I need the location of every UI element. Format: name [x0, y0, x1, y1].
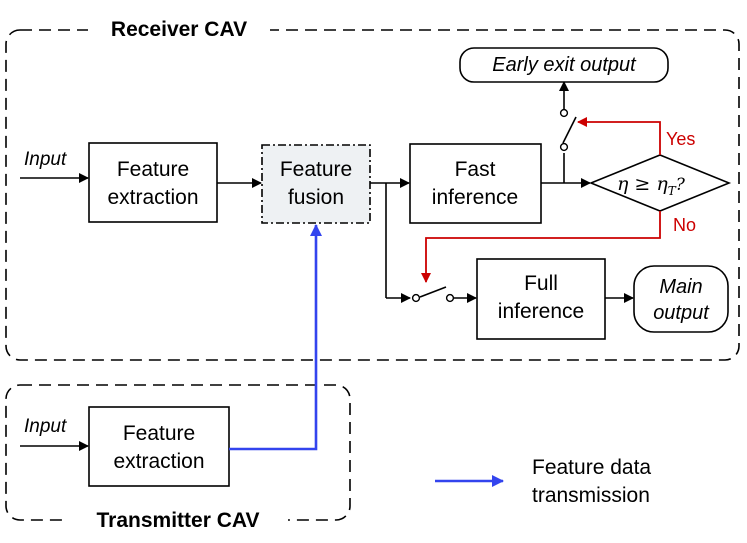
legend: Feature data transmission: [435, 456, 651, 507]
decision-condition-suffix: ?: [676, 175, 686, 195]
early-exit-output-terminal: Early exit output: [459, 47, 669, 83]
legend-line1: Feature data: [532, 456, 651, 479]
decision-diamond: η ≥ ηT?: [588, 154, 732, 212]
main-output-terminal: Main output: [633, 265, 729, 333]
legend-line2: transmission: [532, 484, 650, 507]
receiver-feature-extraction-line2: extraction: [107, 186, 198, 209]
transmitter-cav-border: [5, 384, 351, 521]
early-exit-output-label: Early exit output: [492, 54, 637, 76]
yes-path-arrow: [577, 117, 661, 155]
yes-label: Yes: [666, 129, 695, 149]
receiver-cav-group: Receiver CAV: [5, 14, 740, 361]
feature-fusion-line2: fusion: [288, 186, 344, 209]
transmitter-cav-title: Transmitter CAV: [97, 509, 260, 532]
transmitter-feature-extraction-line2: extraction: [113, 450, 204, 473]
fast-inference-block: Fast inference: [409, 143, 542, 224]
transmitter-cav-group: Transmitter CAV: [5, 384, 351, 536]
full-inference-block: Full inference: [476, 258, 606, 340]
decision-condition: η ≥ ηT?: [617, 173, 686, 198]
receiver-feature-extraction-block: Feature extraction: [88, 142, 218, 223]
receiver-cav-border: [5, 29, 740, 361]
transmitter-feature-extraction-block: Feature extraction: [88, 406, 230, 487]
feature-transmission-arrow: [229, 224, 322, 451]
fast-inference-line2: inference: [432, 186, 518, 209]
fast-inference-line1: Fast: [455, 158, 496, 181]
main-output-line1: Main: [659, 276, 702, 298]
early-exit-switch: [559, 81, 577, 183]
receiver-cav-title: Receiver CAV: [111, 18, 247, 41]
full-inference-switch: [411, 286, 477, 303]
full-inference-line2: inference: [498, 300, 584, 323]
feature-fusion-line1: Feature: [280, 158, 352, 181]
receiver-input-label: Input: [24, 149, 67, 170]
full-inference-line1: Full: [524, 272, 558, 295]
feature-fusion-block: Feature fusion: [261, 144, 371, 224]
transmitter-feature-extraction-line1: Feature: [123, 422, 195, 445]
decision-condition-text: η ≥ η: [617, 173, 668, 195]
no-label: No: [673, 215, 696, 235]
receiver-feature-extraction-line1: Feature: [117, 158, 189, 181]
transmitter-input-label: Input: [24, 416, 67, 437]
decision-condition-subscript: T: [668, 184, 677, 198]
main-output-line2: output: [653, 302, 710, 324]
no-path-arrow: [421, 211, 661, 283]
